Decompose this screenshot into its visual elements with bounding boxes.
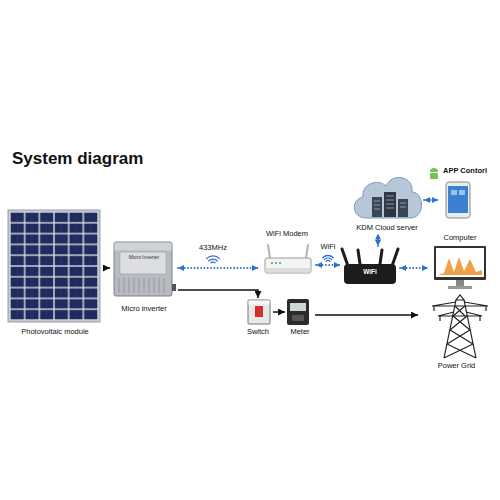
power-line [273, 311, 285, 313]
android-icon [430, 168, 438, 172]
power-tower [432, 295, 488, 358]
meter-device [287, 299, 309, 325]
inverter-node: Micro inverter Micro Inverter [110, 238, 178, 316]
computer-monitor [448, 286, 472, 289]
power-tower [434, 306, 486, 321]
wifi-modem-device [279, 262, 281, 264]
wireless-symbol [323, 256, 334, 262]
link-label: WiFi [320, 243, 337, 252]
component-label: WiFi Modem [266, 230, 308, 239]
switch-device [255, 306, 263, 317]
power-tower [444, 306, 476, 358]
computer-monitor [434, 246, 486, 280]
solar-panel-node: Photovoltaic module [5, 205, 105, 342]
link-label-wrap: WiFi [288, 243, 368, 252]
computer-monitor [438, 257, 482, 275]
cloud-server-node: KDM Cloud server [350, 170, 424, 234]
wifi-modem-device [268, 245, 270, 258]
router-device [344, 264, 396, 284]
diagram-title: System diagram [12, 149, 143, 169]
power-tower [432, 302, 488, 316]
link-label: 433MHz [198, 244, 228, 253]
meter-device [290, 303, 306, 311]
modem-node: WiFi Modem [258, 226, 316, 280]
power-tower [444, 295, 476, 358]
micro-inverter-device [114, 242, 172, 296]
micro-inverter-device [115, 243, 172, 251]
wireless-symbol [325, 258, 332, 259]
wireless-symbol [207, 256, 220, 263]
cloud-server-icon [354, 177, 421, 218]
wireless-symbol [211, 261, 215, 263]
router-logo: WiFi [363, 268, 377, 275]
switch-device [249, 301, 270, 305]
power-grid-node: Power Grid [418, 296, 495, 374]
power-line [178, 290, 258, 298]
solar-panel [8, 210, 100, 322]
component-label: Photovoltaic module [21, 328, 89, 337]
computer-monitor [434, 246, 486, 289]
phone-icon [448, 186, 468, 213]
switch-device [248, 300, 270, 324]
component-label: APP Contorl [443, 167, 487, 176]
wifi-modem-device [275, 262, 277, 264]
component-label: Meter [290, 328, 309, 337]
wireless-symbol [323, 256, 334, 258]
android-icon [430, 173, 438, 179]
wifi-modem-device [266, 268, 311, 273]
switch-device [248, 300, 270, 324]
computer-monitor [436, 248, 484, 277]
router-node: WiFi [340, 246, 400, 292]
title-wrap: System diagram [12, 149, 143, 169]
wireless-link [377, 234, 379, 246]
phone-icon [446, 182, 470, 218]
android-icon [430, 168, 438, 179]
component-label: Switch [247, 328, 269, 337]
app-node: APP Contorl [438, 164, 492, 220]
component-label: Power Grid [438, 362, 476, 371]
router-device [342, 249, 398, 284]
micro-inverter-device [172, 284, 176, 291]
cloud-server-icon [374, 196, 406, 209]
micro-inverter-device [114, 242, 176, 296]
wireless-link [400, 267, 428, 269]
power-line [105, 267, 110, 269]
wifi-modem-device [271, 262, 273, 264]
wifi-modem-device [306, 245, 308, 258]
solar-panel [10, 212, 98, 320]
phone-icon [451, 190, 457, 195]
cloud-server-icon [354, 177, 421, 218]
component-label: Micro inverter [121, 305, 166, 314]
phone-icon [459, 190, 465, 195]
wifi-modem-device [265, 245, 311, 273]
link-label-wrap: 433MHz [173, 244, 253, 253]
meter-device [287, 299, 309, 325]
meter-node: Meter [285, 296, 315, 338]
wireless-link [178, 267, 258, 269]
computer-node: Computer [428, 232, 492, 296]
cloud-server-icon [398, 199, 408, 217]
computer-monitor [456, 280, 464, 286]
wireless-symbol [209, 259, 217, 261]
phone-icon [446, 182, 470, 218]
micro-inverter-device [119, 278, 164, 293]
component-label: Computer [444, 234, 477, 243]
wireless-symbol [207, 256, 220, 259]
wireless-symbol [326, 260, 330, 262]
solar-panel [8, 210, 100, 322]
power-line [315, 314, 418, 316]
meter-device [292, 315, 304, 321]
component-label: KDM Cloud server [356, 224, 417, 233]
switch-node: Switch [243, 298, 273, 338]
wifi-modem-device [265, 258, 311, 273]
wireless-link [424, 199, 438, 201]
wireless-link [316, 264, 340, 266]
device-marking: Micro Inverter [129, 255, 160, 261]
cloud-server-icon [372, 197, 382, 217]
micro-inverter-device [120, 252, 166, 274]
router-device [342, 249, 398, 266]
